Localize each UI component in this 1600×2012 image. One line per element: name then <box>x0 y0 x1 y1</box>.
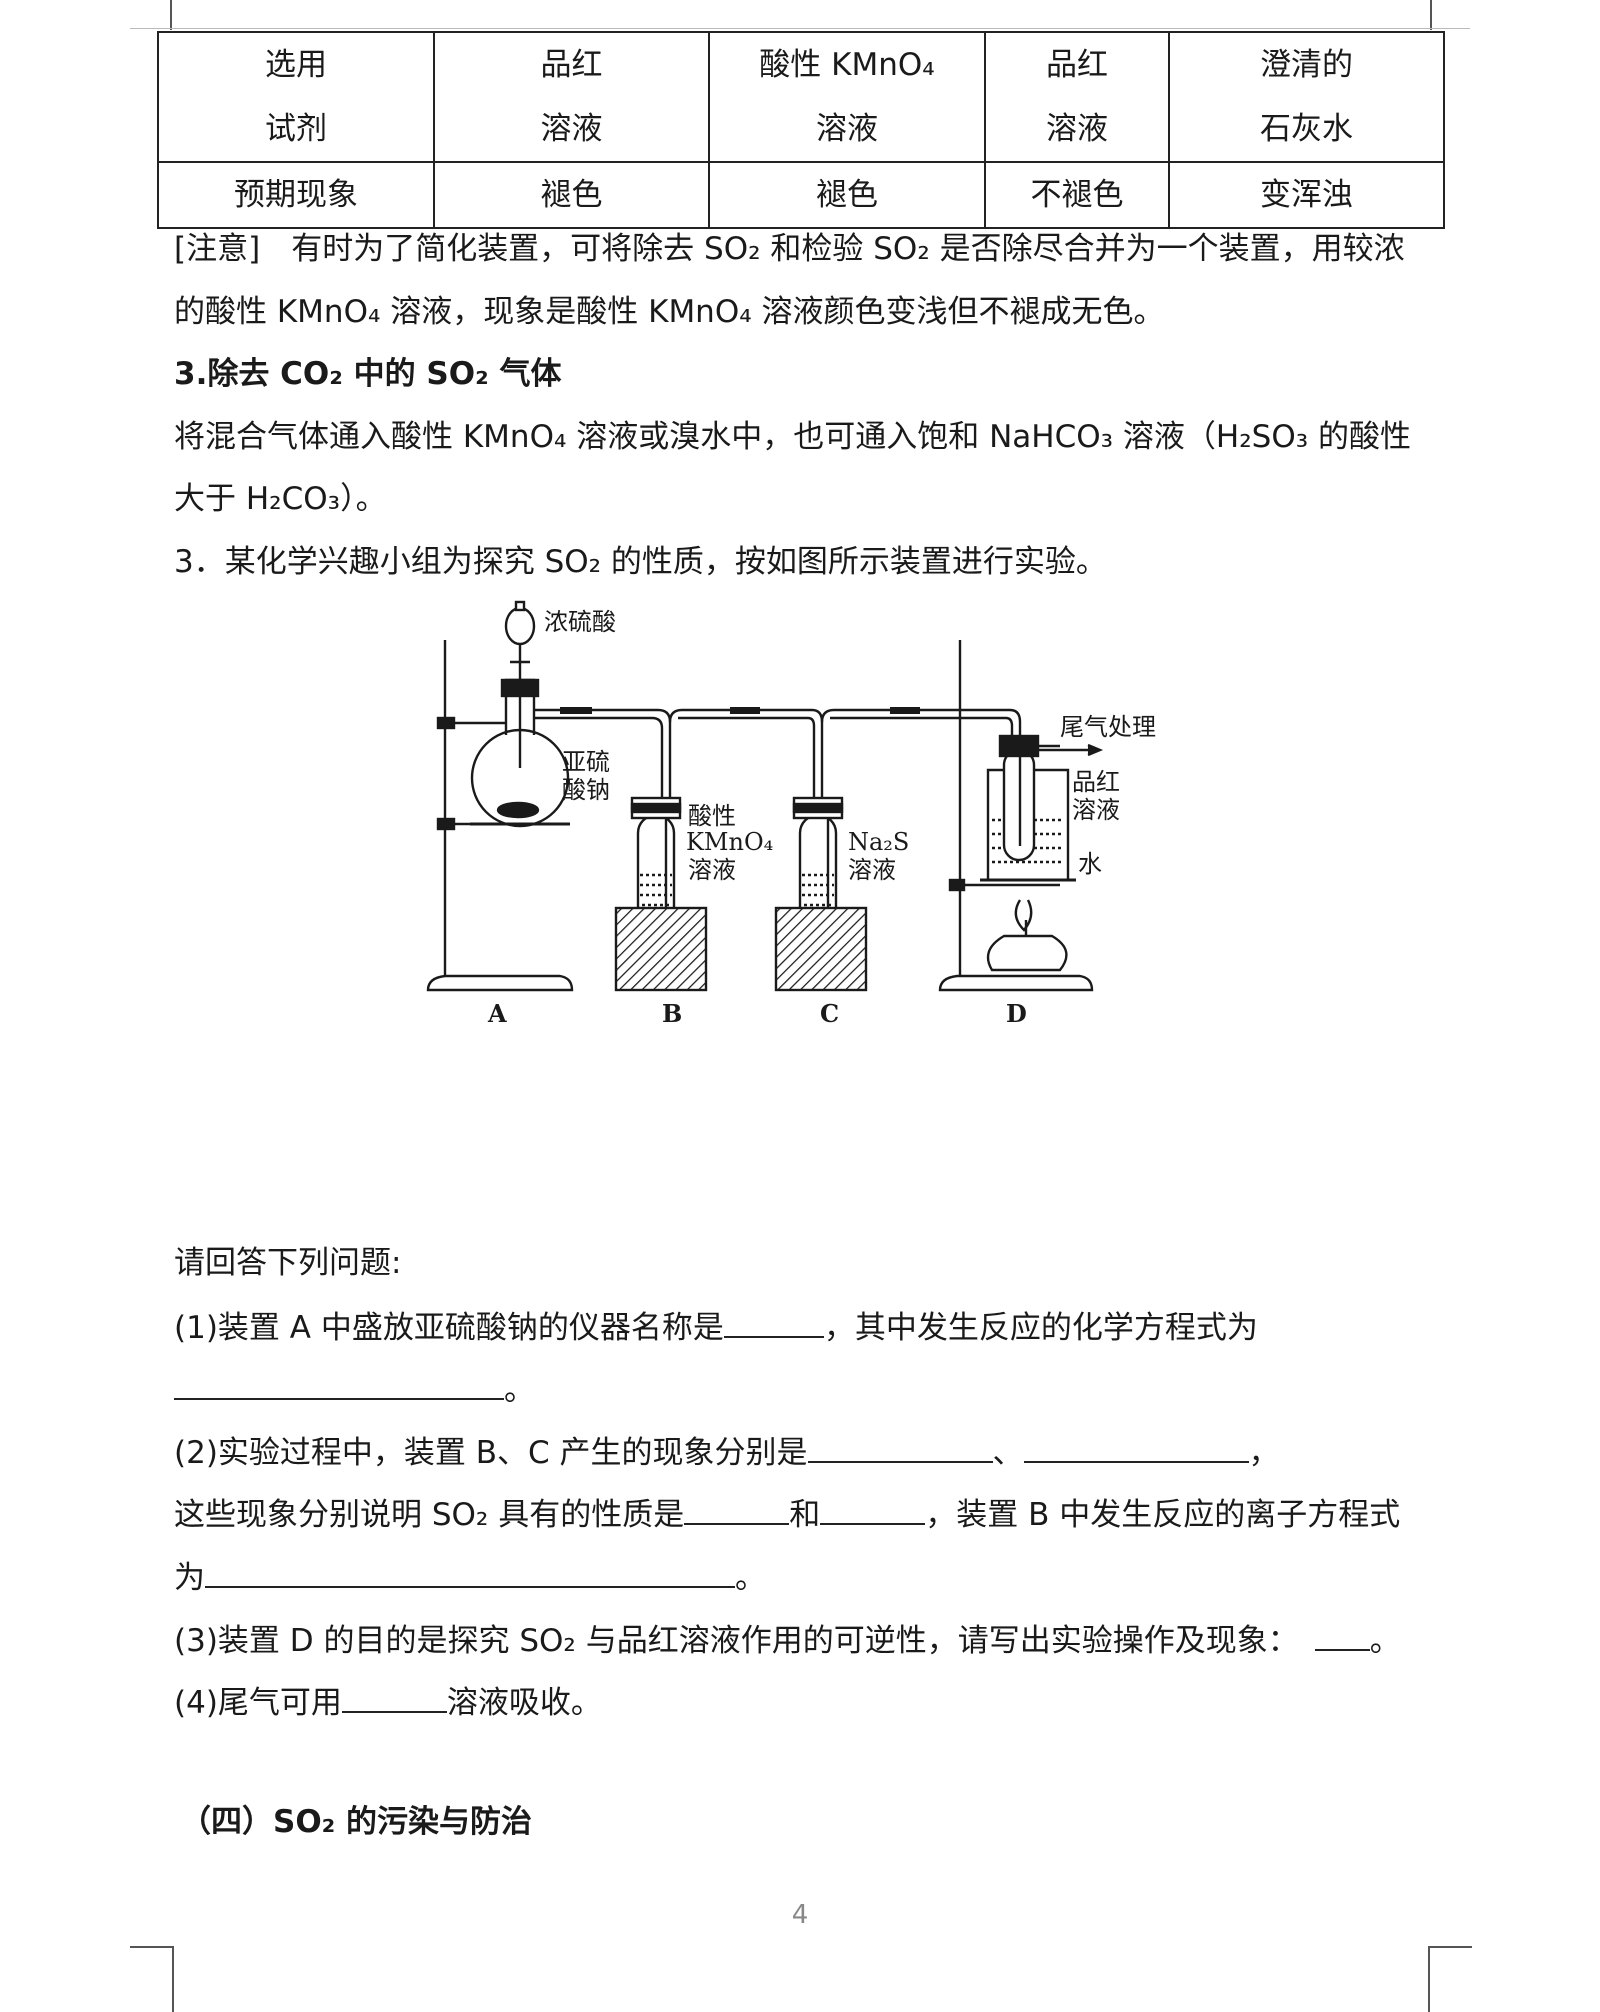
separatory-funnel <box>504 606 536 646</box>
corner-mark-bottom-left <box>130 1946 174 2012</box>
stand-d-clamp <box>948 878 966 892</box>
page-number: 4 <box>791 1900 809 1930</box>
label-b: B <box>662 999 682 1028</box>
question-2: (2)实验过程中，装置 B、C 产生的现象分别是 、 ， <box>174 1431 1280 1473</box>
answer-blank[interactable] <box>1314 1619 1370 1651</box>
label-c-1: Na₂S <box>848 828 909 856</box>
answer-blank[interactable] <box>723 1306 824 1338</box>
answer-blank[interactable] <box>820 1493 926 1525</box>
label-b-3: 溶液 <box>688 856 736 884</box>
answer-blank[interactable] <box>341 1681 447 1713</box>
q2-sep: 、 <box>992 1435 1024 1471</box>
cell-line: 溶液 <box>816 111 878 147</box>
cell-line: 澄清的 <box>1260 47 1353 83</box>
q2-text-a: (2)实验过程中，装置 B、C 产生的现象分别是 <box>174 1435 808 1471</box>
answer-blank[interactable] <box>205 1556 735 1588</box>
question-4: (4)尾气可用 溶液吸收。 <box>174 1681 602 1723</box>
label-c: C <box>820 999 839 1028</box>
q2-text-c: 这些现象分别说明 SO₂ 具有的性质是 <box>174 1497 685 1533</box>
label-pinhong-1: 品红 <box>1072 768 1120 796</box>
section-4-heading: （四）SO₂ 的污染与防治 <box>180 1804 533 1840</box>
table-row: 预期现象 褪色 褪色 不褪色 变浑浊 <box>157 161 1445 229</box>
table-cell: 品红溶液 <box>984 31 1170 163</box>
label-b-2: KMnO₄ <box>686 828 773 856</box>
table-row: 选用试剂 品红溶液 酸性 KMnO₄ 溶液 品红溶液 澄清的石灰水 <box>157 31 1445 163</box>
table-cell: 褪色 <box>708 161 986 229</box>
q1-end: 。 <box>504 1372 535 1408</box>
answer-blank[interactable] <box>684 1493 790 1525</box>
label-c-2: 溶液 <box>848 856 896 884</box>
table-cell: 酸性 KMnO₄ 溶液 <box>708 31 986 163</box>
block-b <box>614 906 708 992</box>
section-heading: 3.除去 CO₂ 中的 SO₂ 气体 <box>174 356 562 392</box>
question-2-cont-2: 为。 <box>174 1556 766 1598</box>
stand-a-ring-clamp <box>436 817 456 831</box>
question-1: (1)装置 A 中盛放亚硫酸钠的仪器名称是 ，其中发生反应的化学方程式为 <box>174 1306 1258 1348</box>
label-a: A <box>487 999 507 1028</box>
cell-line: 品红 <box>1046 47 1108 83</box>
question-intro: 3．某化学兴趣小组为探究 SO₂ 的性质，按如图所示装置进行实验。 <box>174 544 1107 580</box>
section-line-2: 大于 H₂CO₃）。 <box>174 481 387 517</box>
corner-mark-bottom-right <box>1428 1946 1472 2012</box>
note-line-2: 的酸性 KMnO₄ 溶液，现象是酸性 KMnO₄ 溶液颜色变浅但不褪成无色。 <box>174 294 1165 330</box>
corner-mark-top-right <box>1430 0 1432 30</box>
label-pinhong-2: 溶液 <box>1072 796 1120 824</box>
reagent-table: 选用试剂 品红溶液 酸性 KMnO₄ 溶液 品红溶液 澄清的石灰水 预期现象 褪色… <box>157 31 1445 229</box>
solid-reactant <box>496 801 540 819</box>
table-cell: 不褪色 <box>984 161 1170 229</box>
stand-a-clamp <box>436 716 456 730</box>
cell-line: 溶液 <box>1046 111 1108 147</box>
section-line-1: 将混合气体通入酸性 KMnO₄ 溶液或溴水中，也可通入饱和 NaHCO₃ 溶液（… <box>174 419 1412 455</box>
cell-line: 选用 <box>265 47 327 83</box>
table-cell: 预期现象 <box>157 161 435 229</box>
q4-text-a: (4)尾气可用 <box>174 1685 342 1721</box>
q2-text-e: 为 <box>174 1560 205 1596</box>
stand-a-base <box>426 974 574 992</box>
table-cell: 选用试剂 <box>157 31 435 163</box>
q2-end-2: 。 <box>735 1560 766 1596</box>
question-3: (3)装置 D 的目的是探究 SO₂ 与品红溶液作用的可逆性，请写出实验操作及现… <box>174 1619 1401 1661</box>
cell-line: 石灰水 <box>1260 111 1353 147</box>
answer-blank[interactable] <box>174 1368 504 1400</box>
label-acid: 浓硫酸 <box>544 608 616 636</box>
stand-d-base <box>938 974 1094 992</box>
answer-blank[interactable] <box>807 1431 993 1463</box>
table-cell: 褪色 <box>433 161 710 229</box>
apparatus-diagram: 浓硫酸 亚硫 酸钠 酸性 KMnO₄ 溶液 Na₂S 溶液 尾气处理 品红 溶液… <box>426 600 1156 1028</box>
label-sulfite-1: 亚硫 <box>562 748 610 776</box>
q2-and: 和 <box>789 1497 821 1533</box>
q3-end: 。 <box>1369 1623 1401 1659</box>
q2-end: ， <box>1248 1435 1280 1471</box>
table-cell: 澄清的石灰水 <box>1168 31 1445 163</box>
label-b-1: 酸性 <box>688 802 736 830</box>
table-cell: 变浑浊 <box>1168 161 1445 229</box>
corner-mark-top-line <box>130 28 1470 29</box>
corner-mark-top-left <box>170 0 172 30</box>
label-sulfite-2: 酸钠 <box>562 776 610 804</box>
question-2-cont: 这些现象分别说明 SO₂ 具有的性质是 和 ，装置 B 中发生反应的离子方程式 <box>174 1493 1400 1535</box>
q2-text-d: ，装置 B 中发生反应的离子方程式 <box>925 1497 1401 1533</box>
q4-text-b: 溶液吸收。 <box>446 1685 602 1721</box>
q1-text-b: ，其中发生反应的化学方程式为 <box>823 1310 1258 1346</box>
table-cell: 品红溶液 <box>433 31 710 163</box>
label-tail: 尾气处理 <box>1060 713 1156 741</box>
cell-line: 试剂 <box>265 111 327 147</box>
block-c <box>774 906 868 992</box>
question-1-cont: 。 <box>174 1368 535 1410</box>
q3-text: (3)装置 D 的目的是探究 SO₂ 与品红溶液作用的可逆性，请写出实验操作及现… <box>174 1623 1299 1659</box>
label-d: D <box>1006 999 1027 1028</box>
cell-line: 品红 <box>540 47 603 83</box>
alcohol-lamp <box>986 934 1068 972</box>
cell-line: 酸性 KMnO₄ <box>759 47 935 83</box>
answer-blank[interactable] <box>1023 1431 1249 1463</box>
note-line-1: [注意] 有时为了简化装置，可将除去 SO₂ 和检验 SO₂ 是否除尽合并为一个… <box>174 231 1405 267</box>
cell-line: 溶液 <box>540 111 603 147</box>
q1-text-a: (1)装置 A 中盛放亚硫酸钠的仪器名称是 <box>174 1310 724 1346</box>
label-water: 水 <box>1078 850 1102 878</box>
question-prompt: 请回答下列问题: <box>174 1245 402 1281</box>
